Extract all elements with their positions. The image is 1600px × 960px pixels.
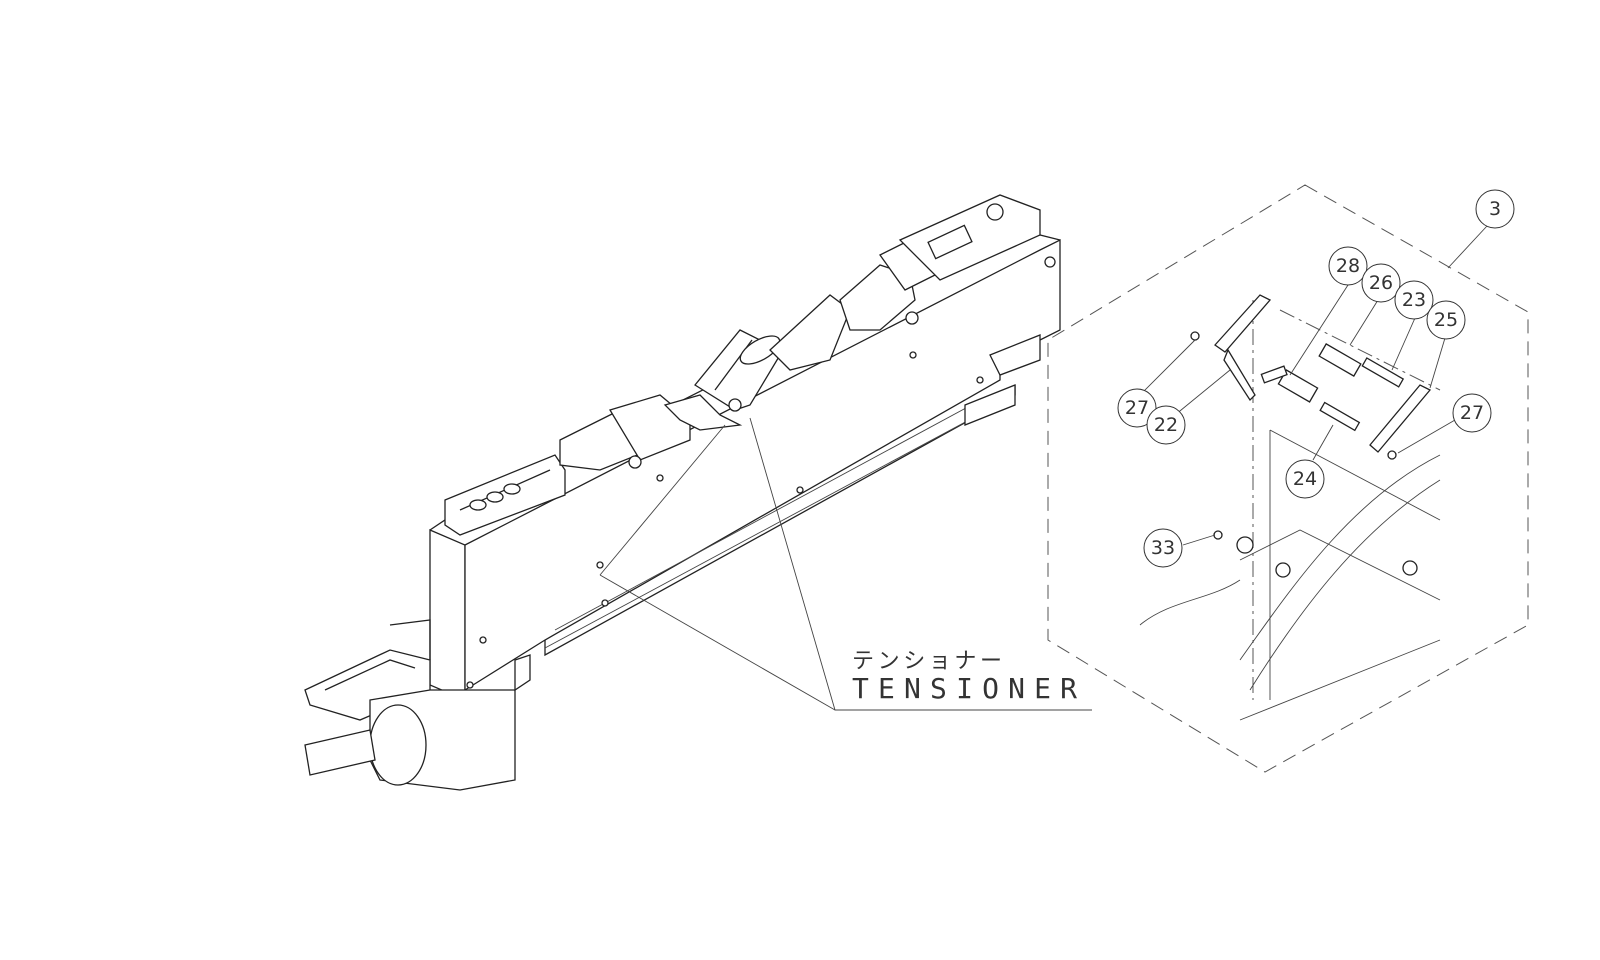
callout-23: 23 (1394, 280, 1434, 320)
svg-text:23: 23 (1402, 289, 1426, 311)
svg-text:27: 27 (1460, 402, 1484, 424)
tensioner-label-en: TENSIONER (852, 672, 1077, 705)
tensioner-leader-lines (599, 417, 1092, 711)
callout-27-left: 27 (1117, 388, 1157, 428)
callout-28: 28 (1328, 246, 1368, 286)
svg-text:33: 33 (1151, 537, 1175, 559)
svg-text:22: 22 (1154, 414, 1178, 436)
svg-text:26: 26 (1369, 272, 1393, 294)
callout-26: 26 (1361, 263, 1401, 303)
svg-text:27: 27 (1125, 397, 1149, 419)
detail-view (1047, 184, 1529, 773)
svg-text:25: 25 (1434, 309, 1458, 331)
callout-3: 3 (1475, 189, 1515, 229)
callout-33: 33 (1143, 528, 1183, 568)
callout-27-right: 27 (1452, 393, 1492, 433)
svg-text:3: 3 (1489, 198, 1501, 220)
callout-24: 24 (1285, 459, 1325, 499)
callout-22: 22 (1146, 405, 1186, 445)
feeder-body (304, 194, 1061, 791)
callout-25: 25 (1426, 300, 1466, 340)
svg-text:28: 28 (1336, 255, 1360, 277)
svg-text:24: 24 (1293, 468, 1317, 490)
tensioner-label-jp: テンショナー (852, 649, 1002, 674)
